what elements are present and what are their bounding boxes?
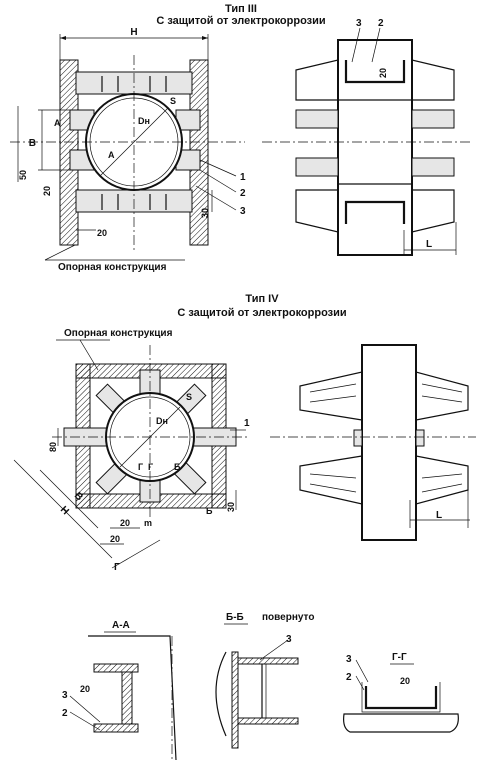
type3-wing-br bbox=[411, 189, 455, 233]
type4-sec-g1: Г bbox=[138, 462, 143, 472]
type4-wing-tl bbox=[299, 371, 363, 421]
type4-wing-tr bbox=[415, 371, 469, 421]
type3-section-a2: А bbox=[108, 150, 115, 160]
type3-dim-20c: 20 bbox=[378, 68, 388, 78]
section-bb-bar-bottom bbox=[237, 717, 299, 725]
section-bb-pipe bbox=[215, 651, 227, 737]
type4-subtitle: С защитой от электрокоррозии bbox=[177, 307, 346, 319]
section-gg-pipe bbox=[343, 713, 459, 733]
type4-sec-g2: Г bbox=[148, 462, 153, 472]
type3-midbar-r2 bbox=[411, 157, 455, 177]
type3-midbar-l2 bbox=[295, 157, 339, 177]
section-gg-callout-3: 3 bbox=[346, 654, 352, 665]
type3-dim-20b: 20 bbox=[97, 228, 107, 238]
type4-label-dn: Dн bbox=[156, 416, 168, 426]
section-aa-callout-2: 2 bbox=[62, 708, 68, 719]
type4-support-label: Опорная конструкция bbox=[64, 328, 173, 339]
type4-dim-g: Г bbox=[114, 562, 120, 573]
section-bb-callout-3: 3 bbox=[286, 634, 292, 645]
type3-channel-bottom bbox=[344, 200, 406, 224]
type3-title: Тип III bbox=[225, 3, 257, 15]
type3-side-view: 3 2 20 L bbox=[262, 18, 470, 256]
type3-side-pipe bbox=[337, 39, 413, 256]
type4-side-pipe bbox=[361, 344, 417, 541]
type4-dim-20b: 20 bbox=[110, 534, 120, 544]
section-bb-note: повернуто bbox=[262, 612, 314, 623]
type3-dim-50: 50 bbox=[18, 170, 28, 180]
type4-sec-b1: Б bbox=[174, 462, 181, 472]
section-gg-channel bbox=[364, 686, 438, 710]
type3-front-view: Dн S H B 50 20 А А 20 30 1 2 3 bbox=[10, 27, 246, 273]
section-gg-title: Г-Г bbox=[392, 652, 407, 663]
type3-section-a1: А bbox=[54, 118, 61, 128]
type3-label-s: S bbox=[170, 96, 176, 106]
section-bb: Б-Б повернуто 3 bbox=[215, 612, 314, 749]
type4-side-view: L bbox=[270, 344, 476, 541]
type4-wing-bl bbox=[299, 455, 363, 505]
type3-midbar-l1 bbox=[295, 109, 339, 129]
type3-dim-30: 30 bbox=[200, 208, 210, 218]
section-aa-web bbox=[121, 671, 133, 725]
type3-channel-top bbox=[344, 60, 406, 84]
type3-support-label: Опорная конструкция bbox=[58, 262, 167, 273]
type3-midbar-r1 bbox=[411, 109, 455, 129]
section-aa-dim-20: 20 bbox=[80, 684, 90, 694]
type3-dim-b: B bbox=[29, 138, 36, 149]
type3-wing-tl bbox=[295, 59, 339, 101]
section-aa-callout-3: 3 bbox=[62, 690, 68, 701]
section-bb-plate bbox=[231, 651, 239, 749]
type3-label-dn: Dн bbox=[138, 116, 150, 126]
type3-callout-1: 1 bbox=[240, 172, 246, 183]
section-gg-callout-2: 2 bbox=[346, 672, 352, 683]
type4-dim-m: m bbox=[144, 518, 152, 528]
type3-dim-20a: 20 bbox=[42, 186, 52, 196]
type3-wing-tr bbox=[411, 59, 455, 101]
section-aa-flange-bottom bbox=[93, 723, 139, 733]
type4-sec-b2: Б bbox=[206, 506, 213, 516]
type3-callout-3b: 3 bbox=[356, 18, 362, 29]
type4-front-view: Опорная конструкция Dн S Г Г Б Б 1 80 bbox=[13, 328, 250, 573]
type4-callout-1: 1 bbox=[244, 418, 250, 429]
type3-dim-h: H bbox=[130, 27, 137, 38]
type4-dim-20a: 20 bbox=[120, 518, 130, 528]
type4-dim-l: L bbox=[436, 510, 442, 521]
type4-label-s: S bbox=[186, 392, 192, 402]
type3-callout-2: 2 bbox=[240, 188, 246, 199]
type4-title: Тип IV bbox=[245, 293, 279, 305]
type4-wing-br bbox=[415, 455, 469, 505]
section-gg: Г-Г 3 2 20 bbox=[343, 652, 459, 733]
type3-callout-2b: 2 bbox=[378, 18, 384, 29]
type4-dim-30: 30 bbox=[226, 502, 236, 512]
section-aa: А-А 3 2 20 bbox=[62, 620, 177, 761]
type3-wing-bl bbox=[295, 189, 339, 233]
section-bb-bar-top bbox=[237, 657, 299, 665]
section-aa-flange-top bbox=[93, 663, 139, 673]
type3-callout-3: 3 bbox=[240, 206, 246, 217]
type3-subtitle: С защитой от электрокоррозии bbox=[156, 15, 325, 27]
section-bb-title: Б-Б bbox=[226, 612, 244, 623]
type4-dim-80: 80 bbox=[48, 442, 58, 452]
section-gg-dim-20: 20 bbox=[400, 676, 410, 686]
type3-dim-l: L bbox=[426, 239, 432, 250]
section-aa-body bbox=[88, 635, 177, 761]
section-aa-title: А-А bbox=[112, 620, 130, 631]
